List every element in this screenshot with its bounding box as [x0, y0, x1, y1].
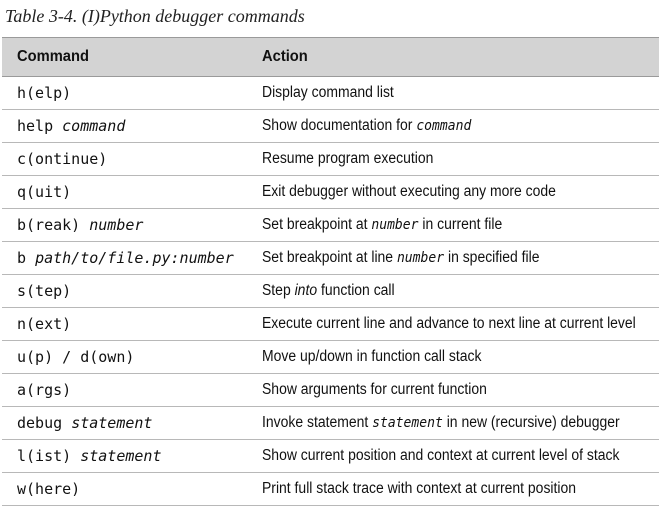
command-text: path/to/file.py:number: [35, 249, 234, 267]
action-cell: Print full stack trace with context at c…: [262, 473, 618, 505]
action-cell: Set breakpoint at number in current file: [262, 209, 618, 241]
action-text: Execute current line and advance to next…: [262, 315, 636, 332]
action-cell: Show documentation for command: [262, 110, 618, 142]
table-row: a(rgs) Show arguments for current functio…: [2, 374, 659, 407]
table-row: h(elp) Display command list: [2, 77, 659, 110]
action-text: Print full stack trace with context at c…: [262, 480, 577, 497]
command-text: n(ext): [17, 315, 72, 333]
command-text: l(ist): [17, 447, 81, 465]
action-cell: Set breakpoint at line number in specifi…: [262, 242, 618, 274]
command-text: number: [89, 216, 144, 234]
table-row: w(here) Print full stack trace with conte…: [2, 473, 659, 506]
action-text: function call: [317, 282, 395, 299]
action-text: command: [416, 118, 472, 134]
command-text: q(uit): [17, 183, 72, 201]
command-text: debug: [17, 414, 72, 432]
command-text: statement: [80, 447, 162, 465]
action-text: Resume program execution: [262, 150, 434, 167]
action-text: Set breakpoint at line: [262, 249, 397, 266]
action-text: Exit debugger without executing any more…: [262, 183, 556, 200]
header-command: Command: [17, 48, 89, 65]
command-cell: n(ext): [17, 308, 247, 340]
command-cell: u(p) / d(own): [17, 341, 247, 373]
command-cell: h(elp): [17, 77, 247, 109]
command-cell: help command: [17, 110, 247, 142]
action-text: Show arguments for current function: [262, 381, 487, 398]
action-text: number: [396, 250, 445, 266]
action-text: Set breakpoint at: [262, 216, 372, 233]
table-row: u(p) / d(own) Move up/down in function ca…: [2, 341, 659, 374]
table-row: s(tep) Step into function call: [2, 275, 659, 308]
header-action: Action: [262, 48, 308, 65]
table-row: q(uit) Exit debugger without executing an…: [2, 176, 659, 209]
action-text: Display command list: [262, 84, 394, 101]
action-cell: Exit debugger without executing any more…: [262, 176, 618, 208]
command-text: u(p) / d(own): [17, 348, 135, 366]
action-text: statement: [372, 415, 443, 431]
command-text: h(elp): [17, 84, 72, 102]
action-text: Invoke statement: [262, 414, 373, 431]
action-text: Move up/down in function call stack: [262, 348, 482, 365]
action-cell: Show arguments for current function: [262, 374, 618, 406]
command-text: b(reak): [17, 216, 90, 234]
command-text: a(rgs): [17, 381, 72, 399]
command-cell: a(rgs): [17, 374, 247, 406]
command-text: s(tep): [17, 282, 72, 300]
action-text: Show current position and context at cur…: [262, 447, 620, 464]
command-cell: w(here): [17, 473, 247, 505]
action-text: in new (recursive) debugger: [442, 414, 620, 431]
action-text: in current file: [418, 216, 503, 233]
command-cell: b(reak) number: [17, 209, 247, 241]
table-row: l(ist) statement Show current position an…: [2, 440, 659, 473]
command-text: b: [17, 249, 36, 267]
action-cell: Step into function call: [262, 275, 618, 307]
command-text: c(ontinue): [17, 150, 108, 168]
command-cell: l(ist) statement: [17, 440, 247, 472]
command-text: command: [62, 117, 126, 135]
action-text: Step: [262, 282, 295, 299]
table-row: n(ext) Execute current line and advance t…: [2, 308, 659, 341]
command-text: help: [17, 117, 63, 135]
action-cell: Display command list: [262, 77, 618, 109]
command-text: statement: [71, 414, 153, 432]
table-row: c(ontinue) Resume program execution: [2, 143, 659, 176]
command-cell: c(ontinue): [17, 143, 247, 175]
action-text: Show documentation for: [262, 117, 417, 134]
table-caption: Table 3-4. (I)Python debugger commands: [5, 6, 305, 26]
debugger-commands-table: Command Action h(elp) Display command lis…: [2, 37, 659, 506]
command-cell: s(tep): [17, 275, 247, 307]
command-cell: q(uit): [17, 176, 247, 208]
table-header-row: Command Action: [2, 37, 659, 77]
action-cell: Invoke statement statement in new (recur…: [262, 407, 620, 439]
command-text: w(here): [17, 480, 81, 498]
action-text: in specified file: [444, 249, 540, 266]
command-cell: debug statement: [17, 407, 247, 439]
action-cell: Move up/down in function call stack: [262, 341, 618, 373]
action-text: number: [371, 217, 419, 233]
action-text: into: [294, 282, 318, 299]
command-cell: b path/to/file.py:number: [17, 242, 247, 274]
action-cell: Resume program execution: [262, 143, 618, 175]
action-cell: Show current position and context at cur…: [262, 440, 620, 472]
action-cell: Execute current line and advance to next…: [262, 308, 636, 340]
table-row: b path/to/file.py:number Set breakpoint a…: [2, 242, 659, 275]
